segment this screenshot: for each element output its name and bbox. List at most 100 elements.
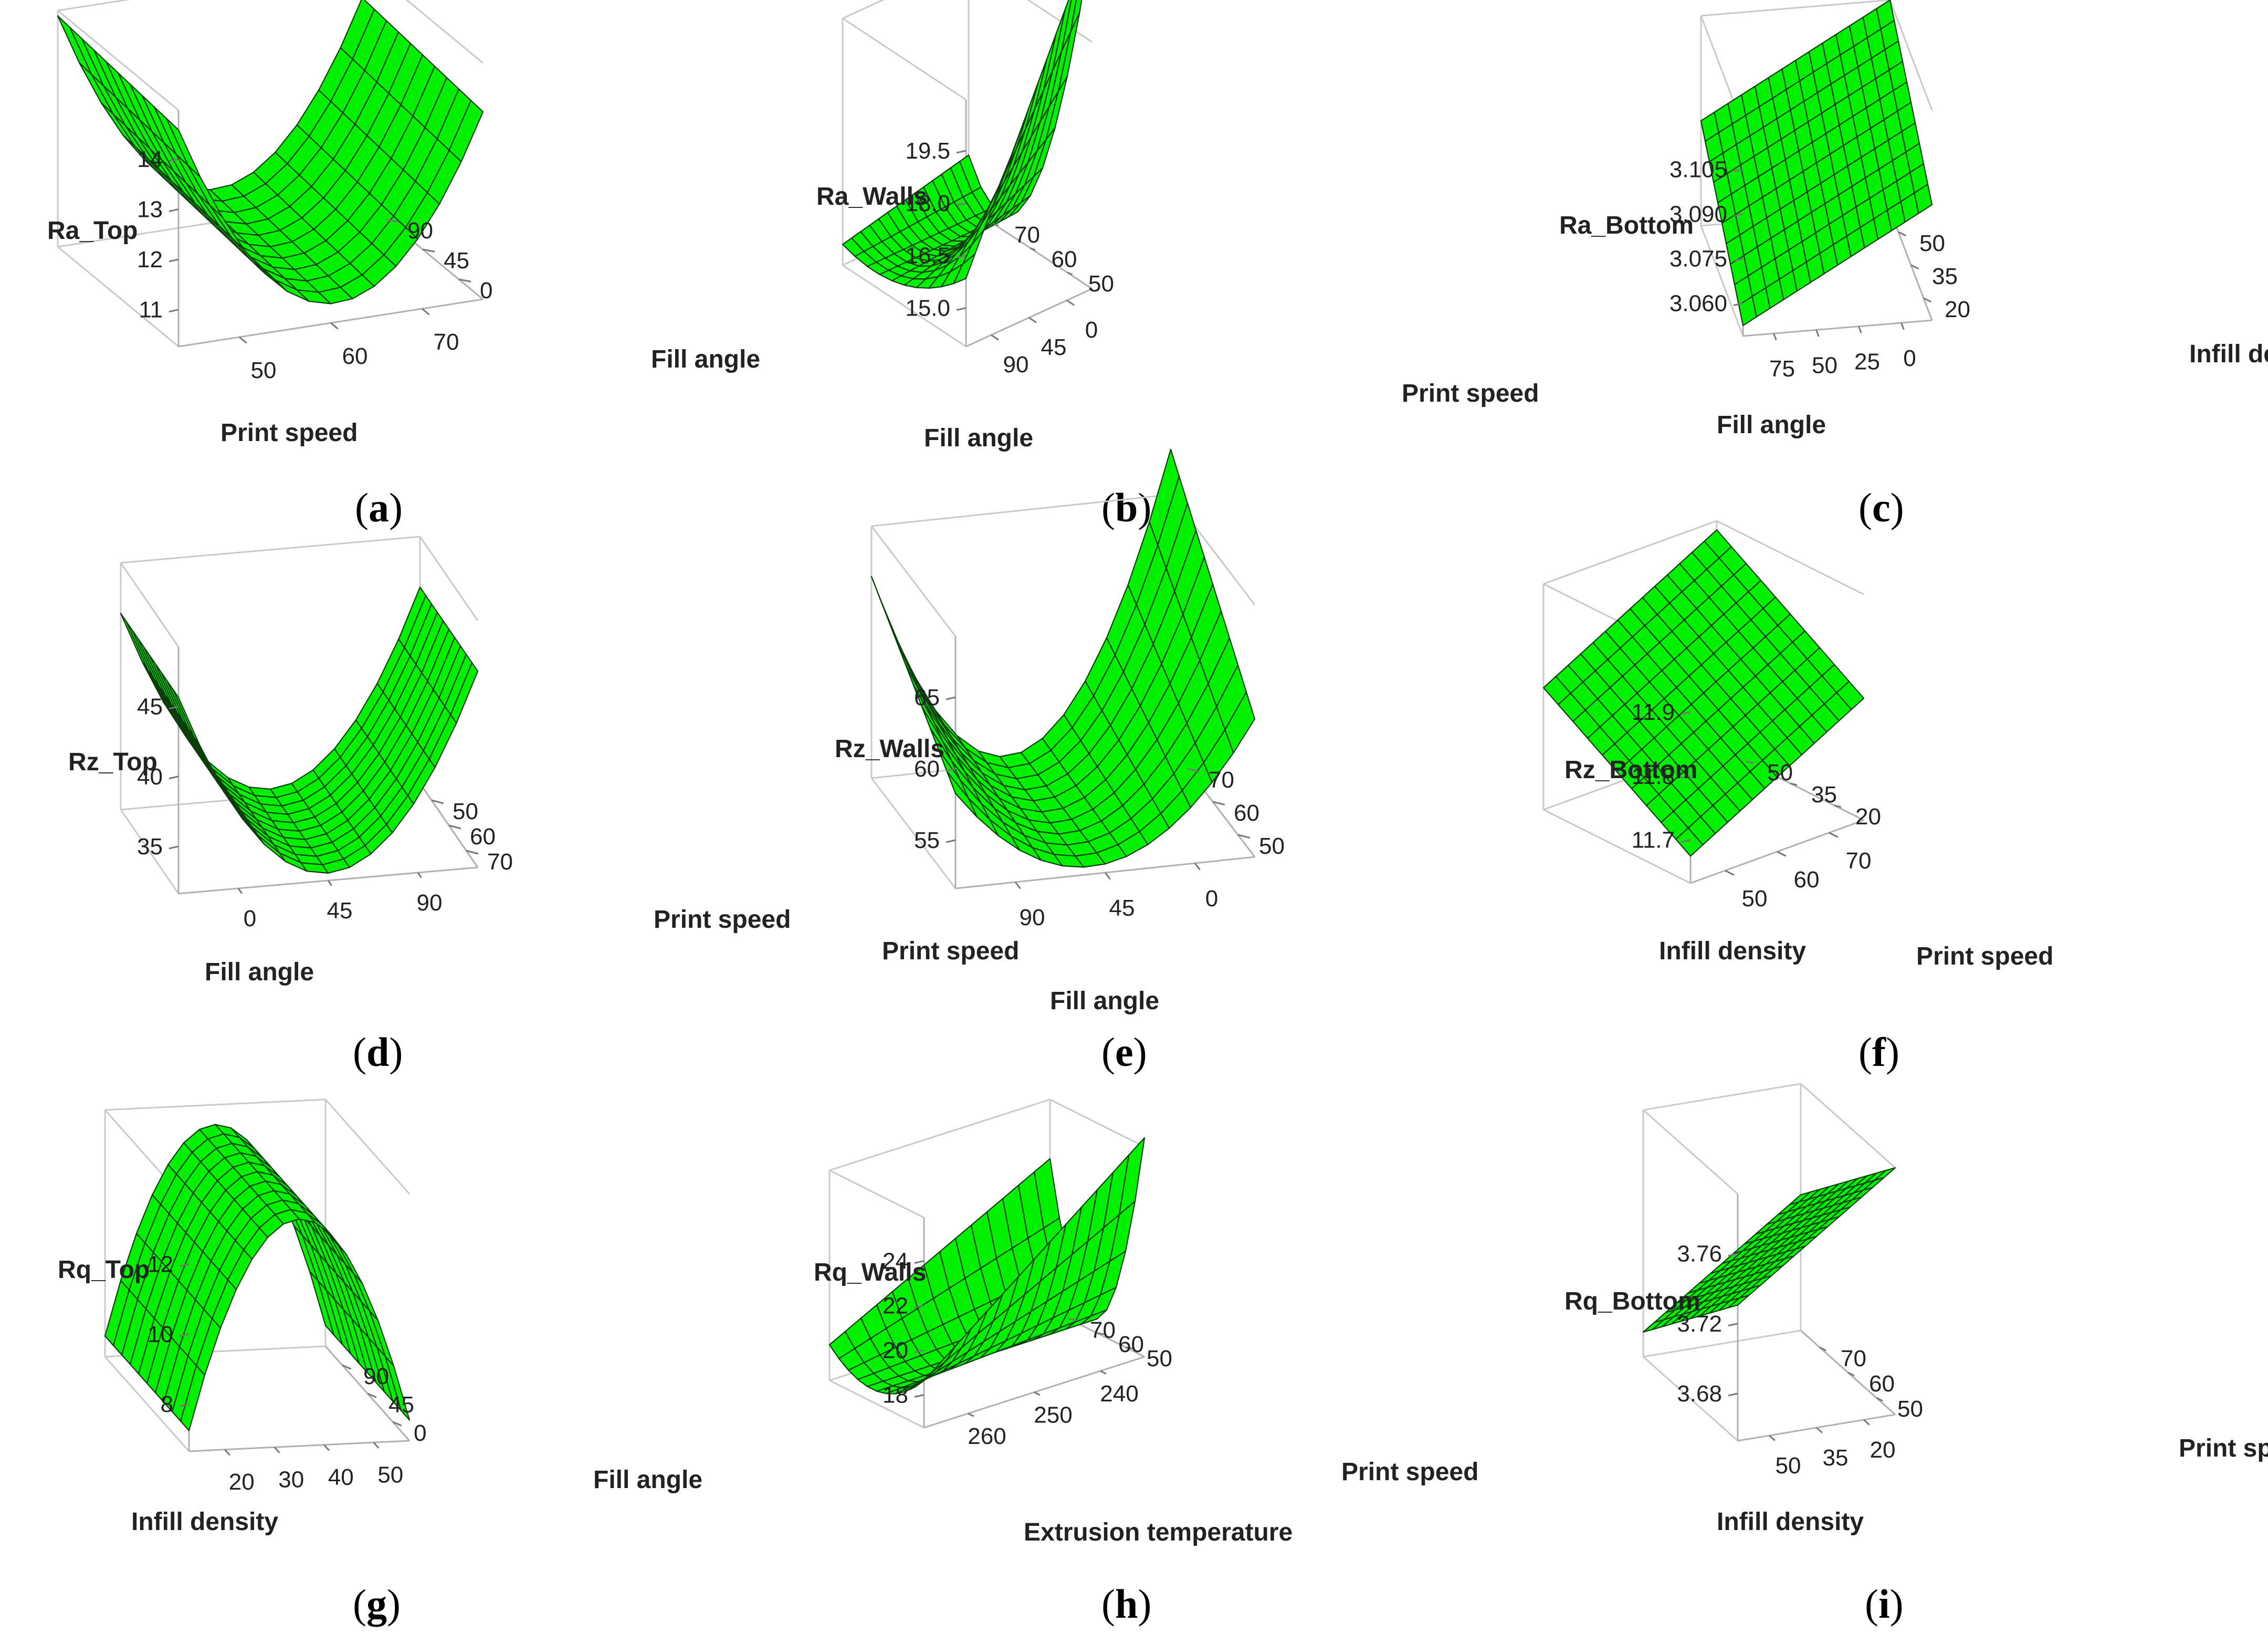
box-edge [1700,225,1744,337]
z-tick-label: 15.0 [905,296,950,321]
y-tick-label: 60 [1869,1371,1895,1397]
box-edge [1643,1356,1738,1442]
caption-e: (e) [1101,1029,1147,1075]
z-axis-label: Rq_Walls [814,1259,926,1286]
y-axis-label: Infill density [1659,937,1806,965]
x-tick-label: 50 [1776,1453,1801,1479]
y-axis-label: Print speed [2179,1434,2268,1462]
z-tick-label: 10 [148,1322,173,1347]
x-tick-label: 90 [417,890,443,916]
y-tick [342,1364,352,1370]
y-tick-label: 70 [1090,1317,1116,1343]
y-tick [392,1421,402,1427]
z-tick-label: 16.5 [905,243,950,269]
z-tick [169,776,179,780]
x-axis-label: Extrusion temperature [1024,1518,1293,1546]
x-tick [1034,1391,1041,1396]
x-tick [237,888,243,894]
x-tick-label: 30 [278,1467,304,1492]
y-tick-label: 90 [363,1364,389,1389]
surface-cell [450,662,479,724]
z-axis-label: Rz_Walls [835,735,944,763]
z-tick-label: 12 [148,1252,173,1277]
y-tick-label: 0 [480,278,492,303]
y-tick [431,799,444,804]
box-edge [1800,1083,1896,1169]
x-tick-label: 90 [1020,905,1045,930]
z-tick [914,1394,925,1398]
box-edge [1700,0,1891,17]
box-edge [104,1098,326,1111]
surface-cell [1874,1167,1896,1181]
z-tick-label: 13 [137,196,163,222]
box-edge [829,1098,1051,1171]
y-tick-label: 50 [453,799,478,824]
z-tick-label: 3.105 [1670,157,1727,183]
x-tick-label: 0 [1085,317,1098,343]
box-edge [419,536,479,621]
z-tick-label: 11 [139,297,163,323]
box-edge [120,562,180,647]
z-axis-label: Rz_Top [68,748,158,776]
box-edge [57,0,131,12]
y-tick-label: 45 [388,1392,414,1418]
x-tick-label: 45 [1109,895,1135,921]
x-axis-label: Fill angle [205,958,314,986]
y-tick [367,1392,377,1398]
x-tick-label: 35 [1823,1445,1849,1471]
x-tick-label: 50 [1742,886,1768,912]
caption-f: (f) [1858,1029,1899,1075]
box-edge [324,1099,411,1195]
x-axis-label: Infill density [131,1508,278,1536]
y-tick [993,223,999,227]
z-tick [169,309,179,313]
x-tick-label: 50 [377,1462,403,1488]
box-edge [870,526,957,637]
z-tick [169,208,179,212]
x-tick [1858,326,1862,333]
x-tick [1863,1419,1870,1426]
x-tick-label: 0 [1903,345,1916,371]
box-edge [1643,1329,1801,1358]
z-tick-label: 55 [914,828,940,853]
x-tick-label: 70 [434,329,459,355]
z-axis-label: Rq_Bottom [1564,1287,1700,1315]
z-tick [169,258,179,263]
box-edge [1543,520,1717,585]
y-tick [1790,782,1798,786]
surface-cell [193,737,222,787]
z-tick-label: 65 [914,685,940,710]
y-tick-label: 50 [1897,1396,1923,1422]
x-axis-label: Print speed [1916,942,2053,970]
x-tick [1014,882,1021,889]
x-tick [1066,299,1075,306]
y-tick [1847,1371,1855,1377]
x-axis-label: Fill angle [1050,987,1159,1015]
z-tick [956,202,967,206]
x-tick [1777,851,1787,857]
z-tick-label: 24 [883,1249,908,1274]
y-tick [1030,247,1036,251]
y-axis-label: Fill angle [593,1466,702,1494]
y-tick [1876,1397,1883,1402]
x-tick [1104,872,1111,880]
box-edge [104,1356,190,1452]
y-tick-label: 50 [1147,1346,1172,1371]
z-tick-label: 8 [161,1391,173,1417]
x-tick [422,308,430,316]
z-tick-label: 19.5 [905,138,950,164]
x-tick-label: 40 [328,1464,354,1490]
y-tick [1212,801,1225,806]
z-tick [946,768,956,772]
z-tick [956,307,967,311]
x-tick-label: 50 [251,358,277,383]
box-edge [829,1169,925,1219]
surface-cell [1118,1137,1146,1216]
z-tick [179,1263,190,1268]
